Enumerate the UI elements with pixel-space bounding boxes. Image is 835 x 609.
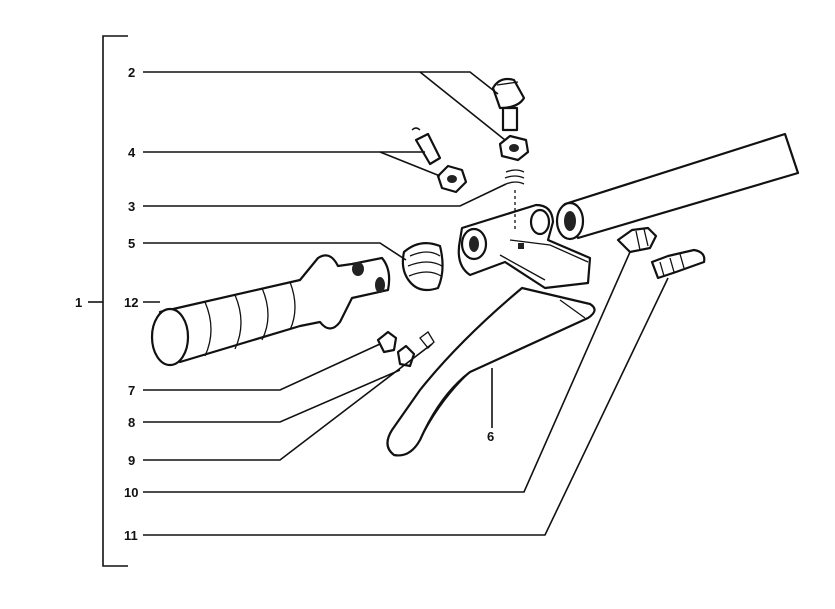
callout-8: 8 [128, 415, 135, 430]
small-spring [504, 169, 525, 230]
pivot-nut [498, 134, 530, 162]
callout-7: 7 [128, 383, 135, 398]
callout-12: 12 [124, 295, 138, 310]
handle-grip [150, 254, 391, 367]
callout-1: 1 [75, 295, 82, 310]
callout-6: 6 [487, 429, 494, 444]
callout-11: 11 [124, 528, 138, 543]
callout-4: 4 [128, 145, 136, 160]
cable-adjuster-screw [650, 248, 706, 280]
small-pin [419, 331, 435, 349]
callout-5: 5 [128, 236, 135, 251]
small-nut [436, 164, 468, 194]
coil-spring [401, 241, 444, 292]
pivot-screw [491, 77, 526, 132]
callout-9: 9 [128, 453, 135, 468]
callout-10: 10 [124, 485, 138, 500]
small-screw [411, 127, 442, 166]
cable-adjuster-nut [616, 226, 658, 254]
leader-lines [143, 71, 669, 536]
callout-2: 2 [128, 65, 135, 80]
callout-3: 3 [128, 199, 135, 214]
assembly-bracket [88, 35, 128, 567]
handlebar-tube [555, 132, 800, 241]
lever-bracket [457, 203, 592, 290]
brake-lever [386, 286, 596, 457]
